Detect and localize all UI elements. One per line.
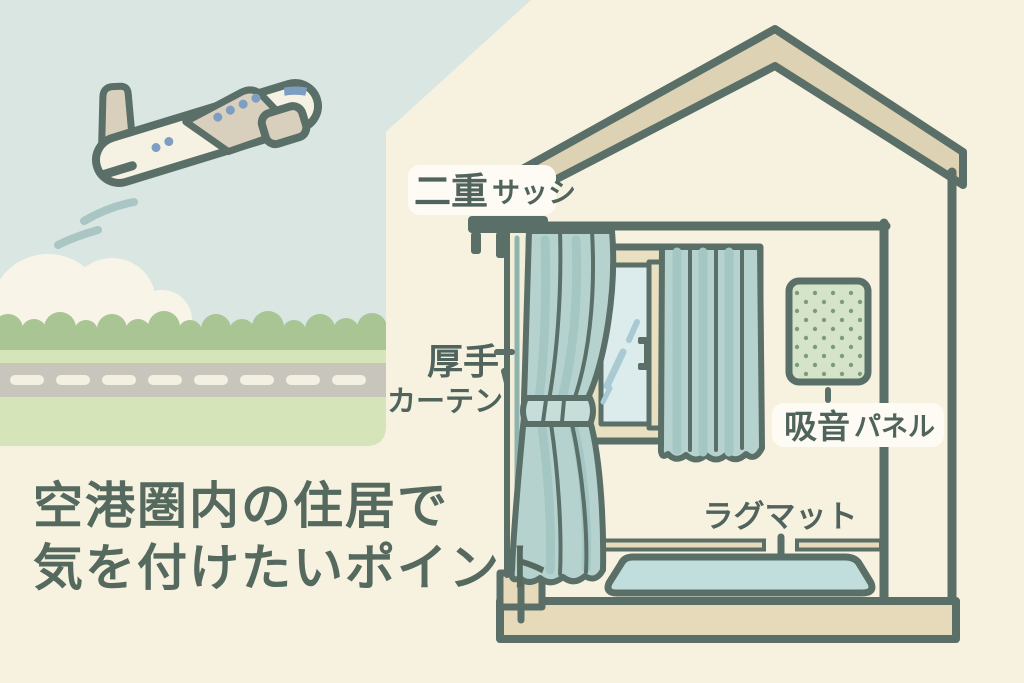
label-box bbox=[408, 165, 556, 215]
motion-lines bbox=[54, 198, 138, 249]
label-double-sash-kanji: 二重 bbox=[414, 170, 488, 213]
window-latch bbox=[638, 337, 651, 370]
curtain-rail bbox=[468, 216, 548, 258]
label-thick-curtain-line1: 厚手 bbox=[427, 342, 499, 383]
airplane-tail-cone bbox=[102, 161, 137, 179]
label-dash bbox=[501, 368, 510, 386]
house bbox=[468, 25, 967, 643]
tieback-fold bbox=[541, 398, 548, 424]
left-curtain bbox=[508, 228, 617, 586]
sound-panel-texture bbox=[794, 286, 863, 377]
runway-dashes bbox=[10, 375, 366, 385]
rug bbox=[604, 553, 876, 597]
page-title-line2: 気を付けたいポイント bbox=[33, 539, 553, 597]
label-rug-mat: ラグマット bbox=[703, 499, 858, 535]
right-curtain bbox=[657, 244, 765, 463]
curtain-tieback bbox=[520, 395, 596, 427]
label-sound-panel-kana: パネル bbox=[854, 412, 935, 443]
page-title: 空港圏内の住居で 気を付けたいポイント bbox=[33, 477, 553, 597]
page-title-line1: 空港圏内の住居で bbox=[33, 477, 449, 535]
tieback-fold bbox=[560, 398, 566, 424]
airplane-icon bbox=[92, 79, 322, 187]
label-sound-panel-kanji: 吸音 bbox=[784, 407, 850, 446]
foundation bbox=[496, 597, 960, 643]
glass-reflection bbox=[626, 319, 640, 343]
label-sound-panel: 吸音 パネル bbox=[772, 403, 944, 447]
label-thick-curtain-line2: カーテン bbox=[387, 384, 503, 418]
label-box bbox=[772, 403, 944, 447]
sound-panel bbox=[785, 277, 872, 403]
glass-reflection bbox=[603, 348, 627, 390]
airplane-cockpit-window bbox=[284, 86, 308, 96]
label-double-sash-kana: サッシ bbox=[492, 176, 576, 209]
label-double-sash: 二重 サッシ bbox=[408, 165, 576, 215]
glass-reflection bbox=[600, 385, 613, 405]
airplane-engine bbox=[257, 102, 311, 149]
label-thick-curtain: 厚手 カーテン bbox=[387, 342, 515, 418]
airplane-windows bbox=[151, 93, 261, 153]
